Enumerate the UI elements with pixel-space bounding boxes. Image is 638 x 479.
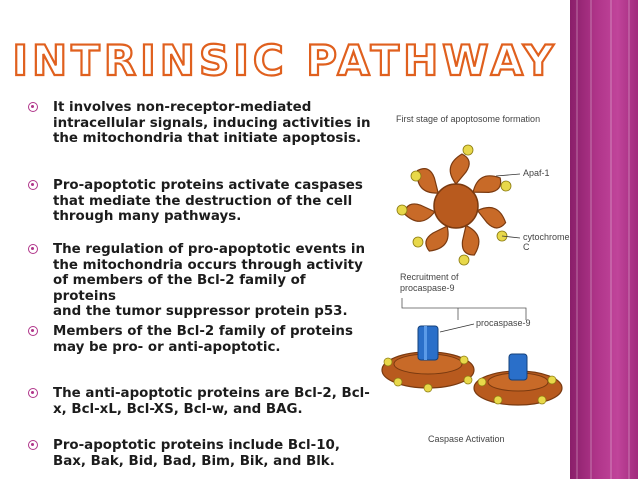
slide-title: Intrinsic Pathway [11,35,558,86]
bullet-icon [28,180,38,190]
bullet-line: of members of the Bcl-2 family of protei… [53,273,306,304]
bullet-line: may be pro- or anti-apoptotic. [53,339,281,355]
bullet-line: Pro-apoptotic proteins activate caspases [53,178,363,193]
sidebar-decoration [570,0,638,479]
apoptosome-figure: First stage of apoptosome formation [378,108,570,448]
label-procaspase: procaspase-9 [476,318,531,328]
bullet-line: through many pathways. [53,209,242,224]
bullet-line: x, Bcl-xL, Bcl-XS, Bcl-w, and BAG. [53,401,303,417]
bullet-line: The regulation of pro-apoptotic events i… [53,242,366,257]
bullet-line: the mitochondria that initiate apoptosis… [53,131,362,146]
bullet-line: It involves non-receptor-mediated [53,100,312,115]
bullet-icon [28,326,38,336]
bullet-icon [28,440,38,450]
procaspase-complex-left [381,325,475,393]
figure-caption-bottom: Caspase Activation [428,434,505,444]
apaf1-wheel [396,144,512,266]
sidebar-stripe [576,0,578,479]
sidebar-stripe [628,0,630,479]
bullet-line: that mediate the destruction of the cell [53,193,353,209]
bullet-icon [28,388,38,398]
bullet-icon [28,244,38,254]
label-apaf1: Apaf-1 [523,168,550,178]
bullet-line: the mitochondria occurs through activity [53,257,363,273]
figure-caption-top: First stage of apoptosome formation [396,114,541,124]
procaspase-complex-right [473,353,563,406]
bullet-icon [28,102,38,112]
bullet-line: Pro-apoptotic proteins include Bcl-10, [53,438,340,453]
label-recruitment: Recruitment of [400,272,459,282]
sidebar-stripe [590,0,592,479]
label-recruitment-procaspase: procaspase-9 [400,283,455,293]
bullet-line: The anti-apoptotic proteins are Bcl-2, B… [53,386,370,401]
bullet-line: intracellular signals, inducing activiti… [53,115,371,131]
apoptosome-illustration [381,144,563,406]
bullet-line: and the tumor suppressor protein p53. [53,304,348,319]
bullet-line: Members of the Bcl-2 family of proteins [53,324,353,339]
label-cytochrome-c: cytochrome C [523,232,570,252]
sidebar-stripe [610,0,612,479]
bullet-line: Bax, Bak, Bid, Bad, Bim, Bik, and Blk. [53,453,335,469]
